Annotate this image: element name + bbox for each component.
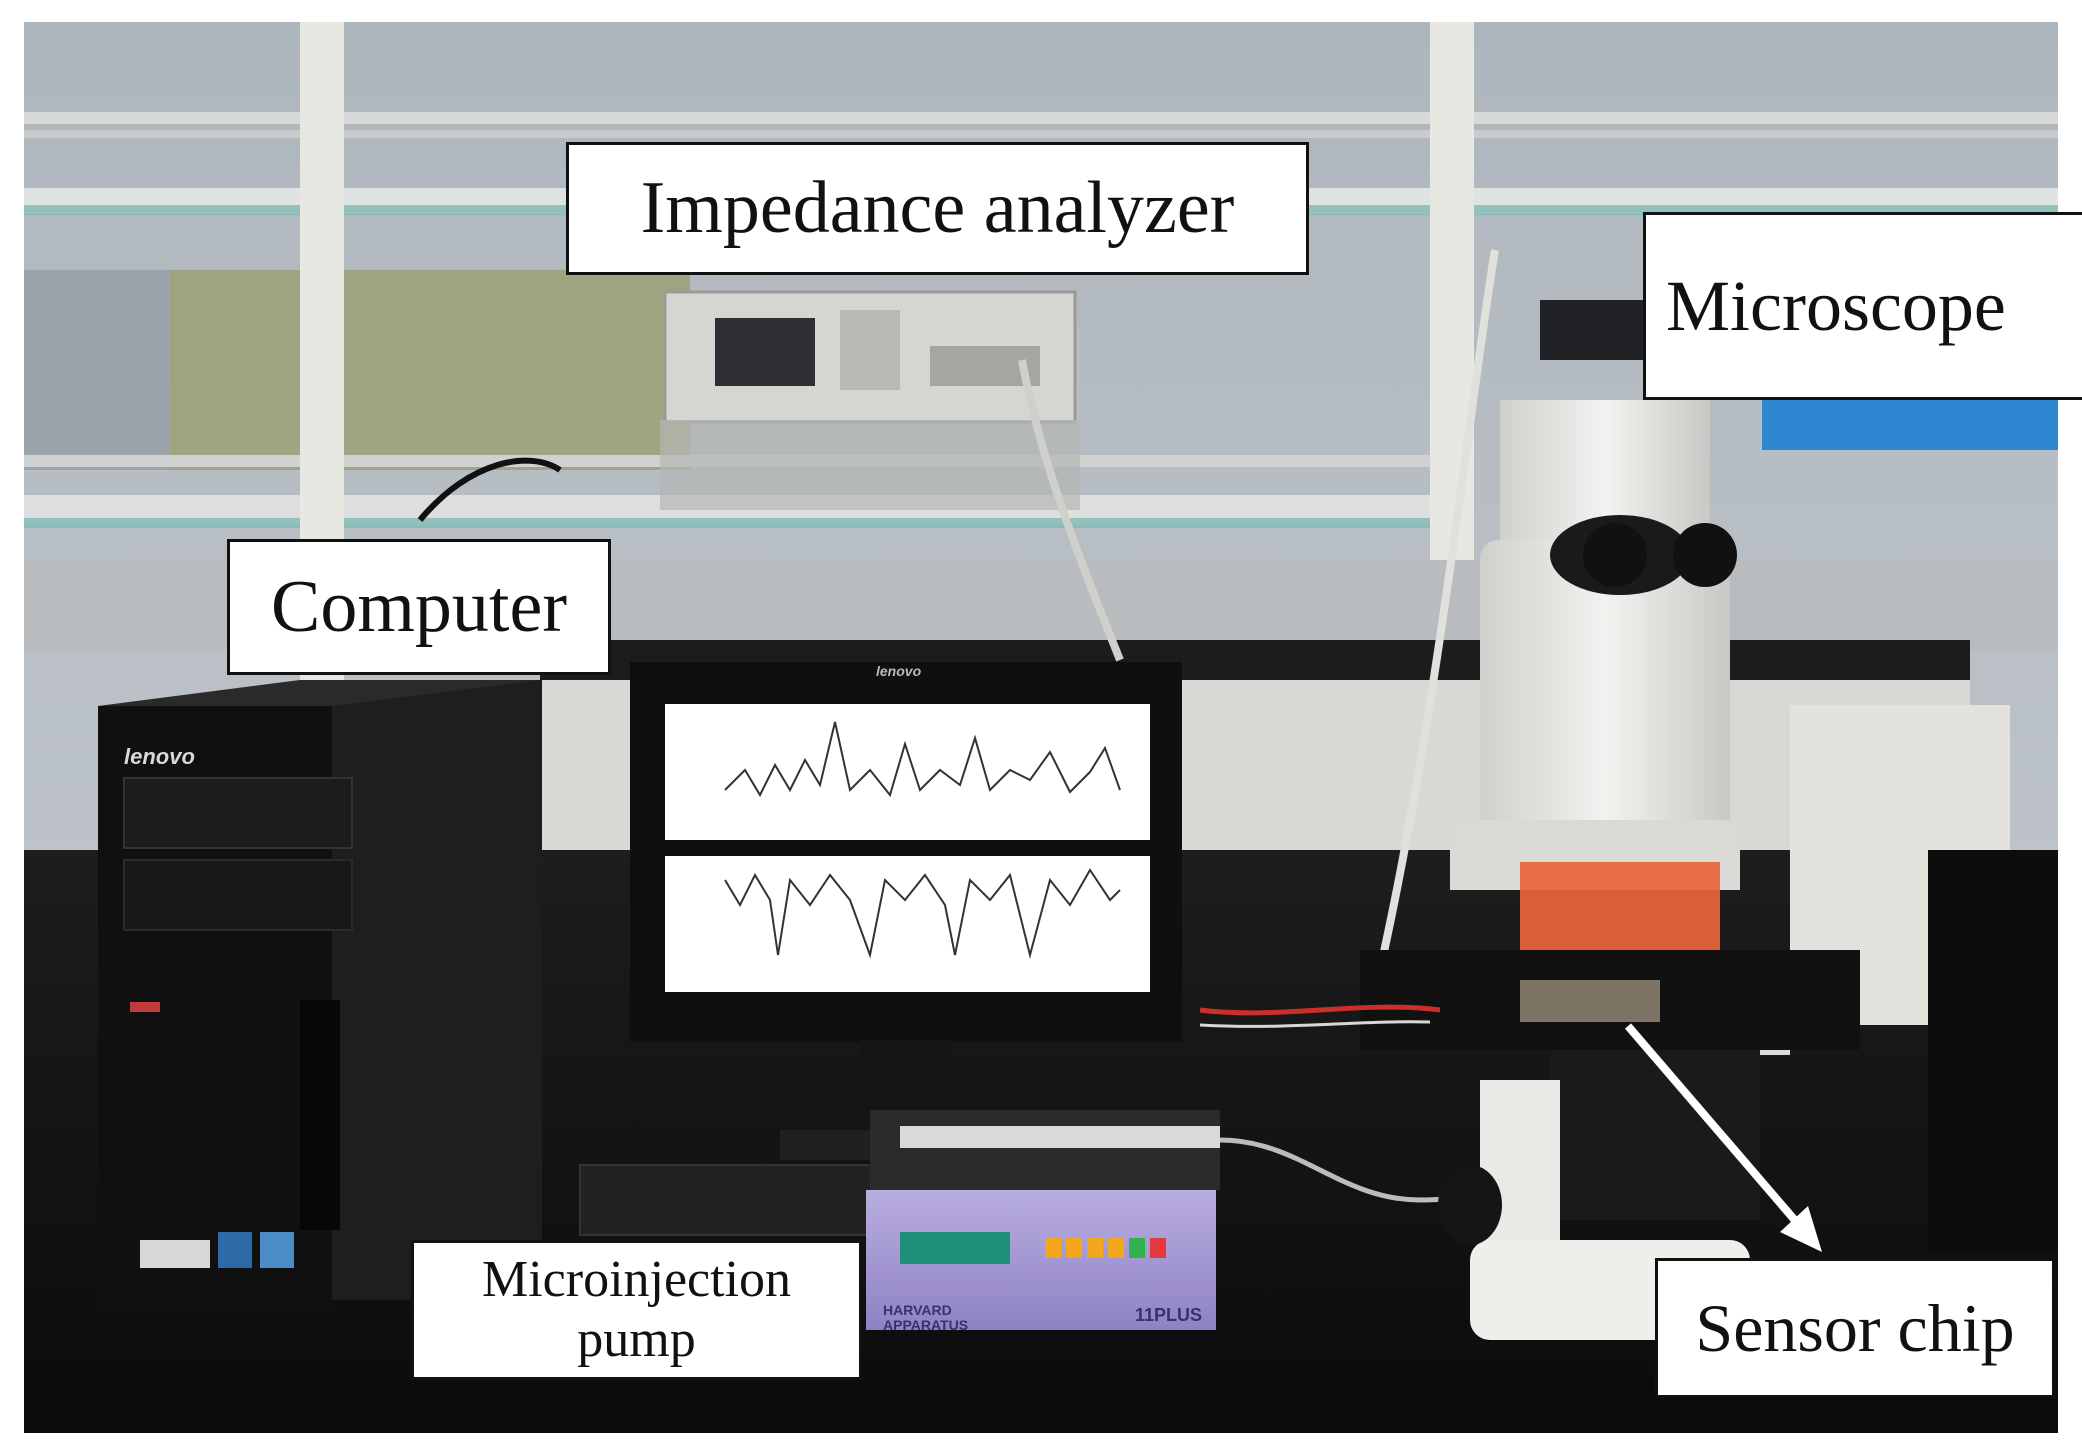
syringe-pump — [866, 1110, 1220, 1330]
pump-brand-logo: HARVARD APPARATUS — [883, 1302, 969, 1333]
computer-brand-logo: lenovo — [124, 744, 195, 769]
pump-label-line2: pump — [577, 1311, 696, 1368]
impedance-analyzer — [660, 290, 1080, 510]
microinjection-pump-label: Microinjection pump — [411, 1240, 862, 1380]
computer-tower — [98, 680, 542, 1311]
microscope-label: Microscope — [1643, 212, 2082, 400]
monitor-brand-logo: lenovo — [876, 663, 922, 679]
microscope — [1360, 300, 1860, 1340]
pump-label-line1: Microinjection — [481, 1251, 792, 1308]
pump-model-logo: 11PLUS — [1135, 1305, 1203, 1325]
sensor-chip-label: Sensor chip — [1655, 1258, 2055, 1398]
computer-label: Computer — [227, 539, 611, 675]
impedance-analyzer-label: Impedance analyzer — [566, 142, 1309, 275]
